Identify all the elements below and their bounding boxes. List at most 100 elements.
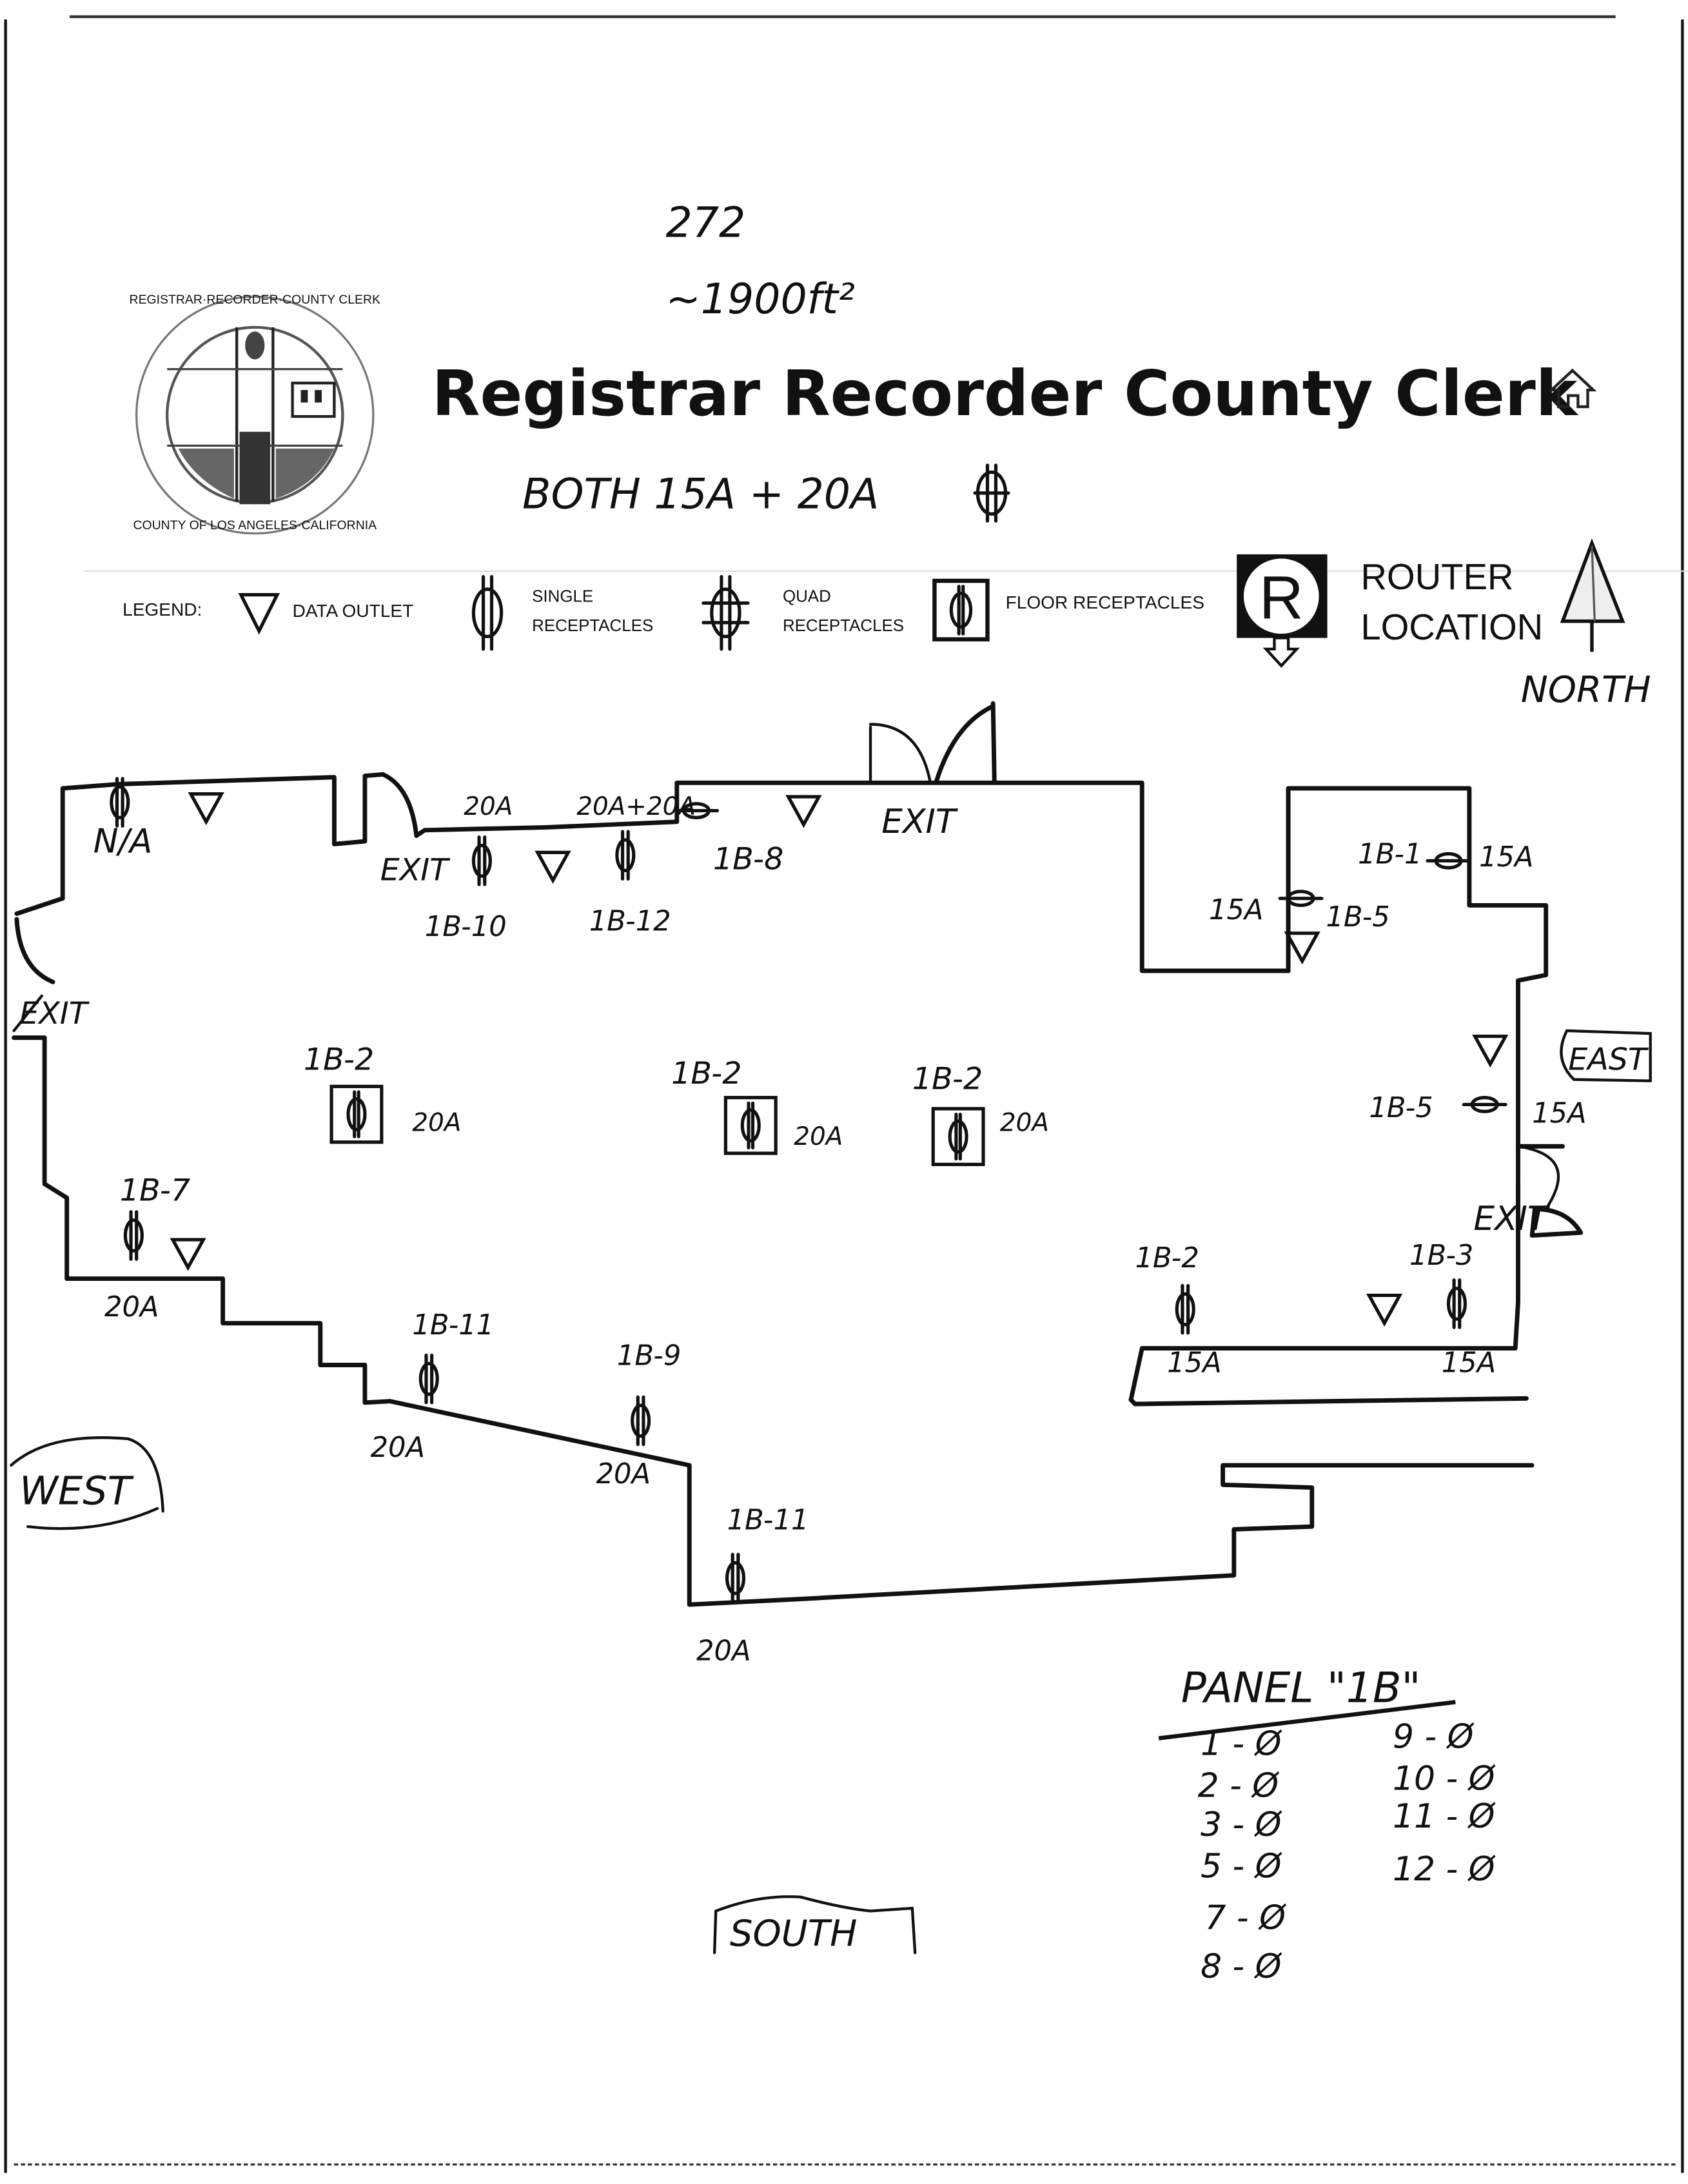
floor-plan-walls <box>12 701 1584 1607</box>
handnote-area: ~1900ft² <box>666 275 855 324</box>
single-receptacle <box>473 837 490 884</box>
legend-single-line1: SINGLE <box>532 587 593 605</box>
data-outlet <box>538 852 569 880</box>
county-seal: REGISTRAR·RECORDER·COUNTY CLERK COUNTY O… <box>130 293 380 535</box>
panel-circuit: 3 - Ø <box>1201 1806 1282 1844</box>
label-1b-7-amp: 20A <box>104 1291 159 1323</box>
label-floor-1-amp: 20A <box>412 1108 461 1137</box>
label-floor-3-amp: 20A <box>1000 1108 1049 1137</box>
handnote-power: BOTH 15A + 20A <box>522 471 879 519</box>
panel-circuit: 11 - Ø <box>1393 1797 1496 1836</box>
router-icon: R <box>1237 554 1328 668</box>
data-outlet-icon <box>238 593 280 635</box>
quad-receptacle-icon <box>702 574 750 651</box>
panel-underline <box>1158 1700 1456 1740</box>
label-1b-5-top-amp: 15A <box>1209 894 1263 926</box>
legend-quad-line2: RECEPTACLES <box>783 617 904 635</box>
east-label-box: EAST <box>1560 1029 1652 1082</box>
home-icon[interactable] <box>1547 368 1597 409</box>
panel-circuit: 1 - Ø <box>1201 1724 1282 1763</box>
exit-label-east: EXIT <box>1473 1200 1551 1238</box>
single-receptacle <box>1448 1280 1465 1327</box>
label-1b-5-east-amp: 15A <box>1532 1098 1586 1130</box>
label-1b-5-east: 1B-5 <box>1369 1092 1433 1124</box>
quad-receptacle-wall <box>1428 854 1469 868</box>
seal-bottom-text: COUNTY OF LOS ANGELES·CALIFORNIA <box>133 518 377 532</box>
legend-label: LEGEND: <box>123 600 202 619</box>
floor-receptacle <box>933 1109 983 1164</box>
label-1b-11-b: 1B-11 <box>727 1504 809 1536</box>
label-1b-12: 1B-12 <box>589 905 671 937</box>
panel-circuit: 7 - Ø <box>1204 1899 1286 1938</box>
label-floor-1: 1B-2 <box>304 1042 374 1077</box>
floor-receptacle <box>725 1098 776 1153</box>
panel-circuit: 12 - Ø <box>1393 1850 1496 1889</box>
router-glyph: R <box>1259 563 1304 632</box>
label-1b-9-amp: 20A <box>596 1458 651 1490</box>
label-1b-8: 1B-8 <box>713 841 783 877</box>
data-outlet <box>191 794 222 822</box>
south-label: SOUTH <box>730 1913 857 1955</box>
data-outlet <box>789 797 819 824</box>
label-1b-11-a: 1B-11 <box>412 1309 494 1341</box>
south-label-box: SOUTH <box>712 1895 917 1955</box>
single-receptacle <box>420 1355 437 1402</box>
label-1b-1-amp: 15A <box>1479 841 1533 873</box>
panel-1b-schedule: PANEL "1B" 1 - Ø 2 - Ø 3 - Ø 5 - Ø 7 - Ø… <box>1158 1664 1496 1986</box>
quad-receptacle-wall <box>1464 1098 1506 1112</box>
legend-router-line1: ROUTER <box>1360 556 1513 597</box>
west-label-box: WEST <box>10 1436 164 1530</box>
single-receptacle <box>727 1554 744 1601</box>
data-outlet <box>1287 933 1318 961</box>
legend-floor-receptacles: FLOOR RECEPTACLES <box>1006 592 1204 612</box>
label-1b-2-right: 1B-2 <box>1135 1242 1199 1274</box>
handnote-room-number: 272 <box>666 199 746 247</box>
north-arrow-icon <box>1560 538 1625 652</box>
single-receptacle <box>125 1212 142 1259</box>
legend-quad-line1: QUAD <box>783 587 831 605</box>
panel-circuit: 9 - Ø <box>1393 1718 1475 1757</box>
panel-circuit: 8 - Ø <box>1201 1947 1282 1986</box>
single-receptacle-icon <box>471 574 504 651</box>
legend: LEGEND: DATA OUTLET SINGLE RECEPTACLES Q… <box>123 538 1651 711</box>
east-label: EAST <box>1568 1042 1649 1077</box>
label-20a-20a: 20A+20A <box>576 792 696 821</box>
legend-data-outlet: DATA OUTLET <box>293 601 414 621</box>
legend-router-line2: LOCATION <box>1360 607 1543 647</box>
west-label: WEST <box>19 1469 133 1514</box>
label-1b-7: 1B-7 <box>120 1173 190 1209</box>
data-outlet <box>1475 1037 1506 1064</box>
label-1b-1: 1B-1 <box>1358 839 1422 871</box>
panel-circuit: 5 - Ø <box>1201 1848 1282 1886</box>
north-label: NORTH <box>1521 669 1651 711</box>
label-1b-5-top: 1B-5 <box>1326 901 1389 933</box>
seal-top-text: REGISTRAR·RECORDER·COUNTY CLERK <box>130 293 380 307</box>
label-1b-2-right-amp: 15A <box>1167 1347 1221 1379</box>
label-20a-top: 20A <box>464 792 513 821</box>
exit-label-west: EXIT <box>19 996 90 1031</box>
label-1b-11-b-amp: 20A <box>696 1635 751 1668</box>
exit-label-north-left: EXIT <box>380 853 451 888</box>
label-floor-2: 1B-2 <box>671 1056 741 1091</box>
label-1b-3: 1B-3 <box>1409 1240 1473 1272</box>
label-floor-3: 1B-2 <box>912 1062 983 1097</box>
label-1b-9: 1B-9 <box>617 1340 681 1372</box>
page-title: Registrar Recorder County Clerk <box>432 357 1579 430</box>
legend-single-line2: RECEPTACLES <box>532 617 653 635</box>
label-1b-3-amp: 15A <box>1442 1347 1496 1379</box>
label-1b-11-a-amp: 20A <box>371 1432 425 1464</box>
single-receptacle <box>1177 1285 1193 1332</box>
panel-circuit: 10 - Ø <box>1393 1760 1496 1799</box>
data-outlet <box>173 1240 204 1267</box>
label-1b-10: 1B-10 <box>425 911 507 943</box>
floor-receptacle <box>331 1086 382 1142</box>
label-na: N/A <box>93 822 153 861</box>
panel-circuit: 2 - Ø <box>1198 1766 1280 1805</box>
exit-label-north: EXIT <box>881 803 959 841</box>
single-receptacle <box>617 832 634 879</box>
single-receptacle <box>633 1397 649 1444</box>
label-floor-2-amp: 20A <box>794 1122 843 1151</box>
data-outlet <box>1369 1295 1400 1323</box>
panel-title: PANEL "1B" <box>1181 1664 1421 1712</box>
